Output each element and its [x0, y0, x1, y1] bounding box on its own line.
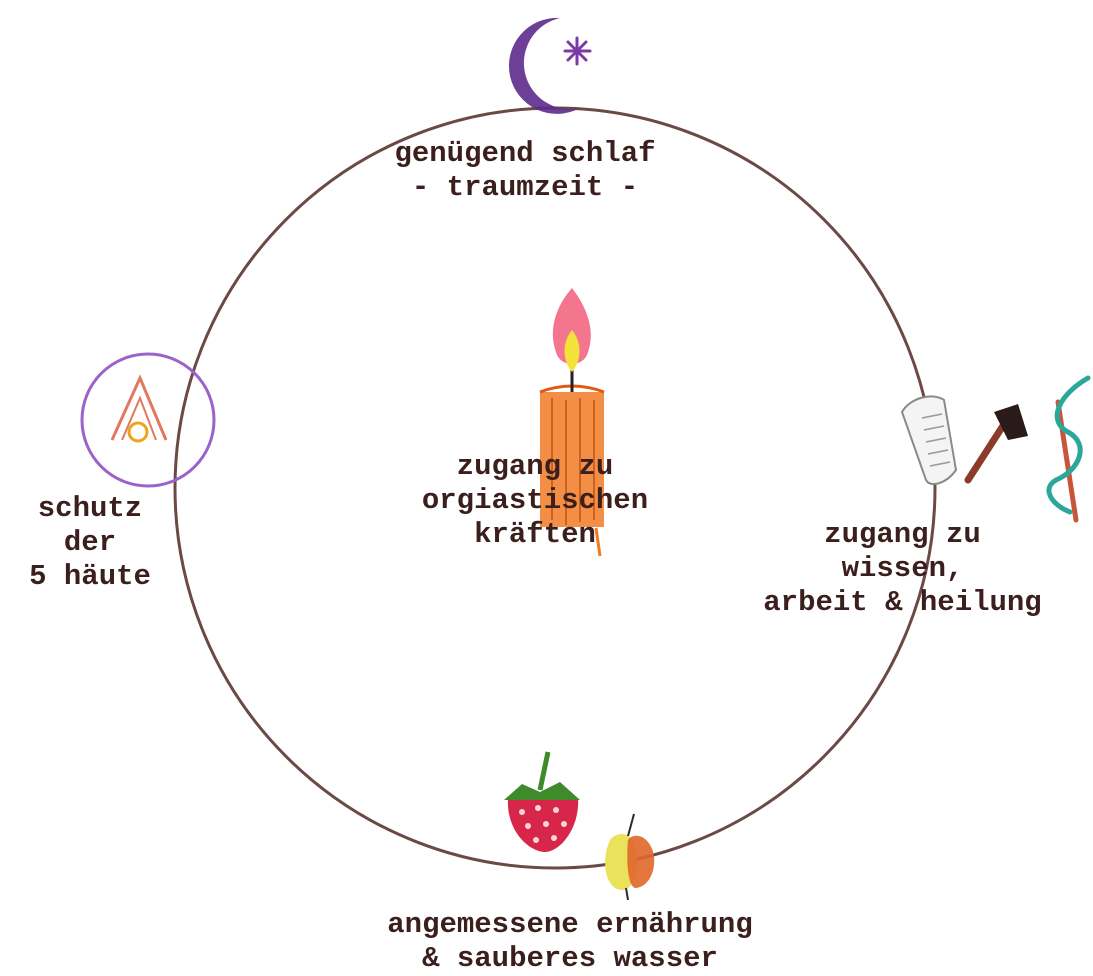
label-center-line-1: zugang zu: [380, 450, 690, 484]
label-left-line-3: 5 häute: [0, 560, 180, 594]
label-right-line-3: arbeit & heilung: [720, 586, 1085, 620]
label-top-sleep: genügend schlaf - traumzeit -: [330, 137, 720, 205]
label-top-line-1: genügend schlaf: [330, 137, 720, 171]
strawberry-icon: [504, 752, 580, 852]
scroll-icon: [902, 396, 956, 484]
crescent-moon-star-icon: [509, 18, 590, 114]
label-right-line-1: zugang zu: [720, 518, 1085, 552]
label-bottom-nutrition: angemessene ernährung & sauberes wasser: [320, 908, 820, 976]
label-right-line-2: wissen,: [720, 552, 1085, 586]
hammer-icon: [968, 404, 1028, 480]
label-center-orgiastic: zugang zu orgiastischen kräften: [380, 450, 690, 552]
label-left-line-2: der: [0, 526, 180, 560]
label-center-line-3: kräften: [380, 518, 690, 552]
label-bottom-line-1: angemessene ernährung: [320, 908, 820, 942]
label-top-line-2: - traumzeit -: [330, 171, 720, 205]
label-bottom-line-2: & sauberes wasser: [320, 942, 820, 976]
apple-icon: [605, 814, 654, 900]
house-in-circle-icon: [82, 354, 214, 486]
label-left-protection: schutz der 5 häute: [0, 492, 180, 594]
caduceus-snake-icon: [1049, 378, 1088, 520]
label-left-line-1: schutz: [0, 492, 180, 526]
label-right-knowledge: zugang zu wissen, arbeit & heilung: [720, 518, 1085, 620]
label-center-line-2: orgiastischen: [380, 484, 690, 518]
